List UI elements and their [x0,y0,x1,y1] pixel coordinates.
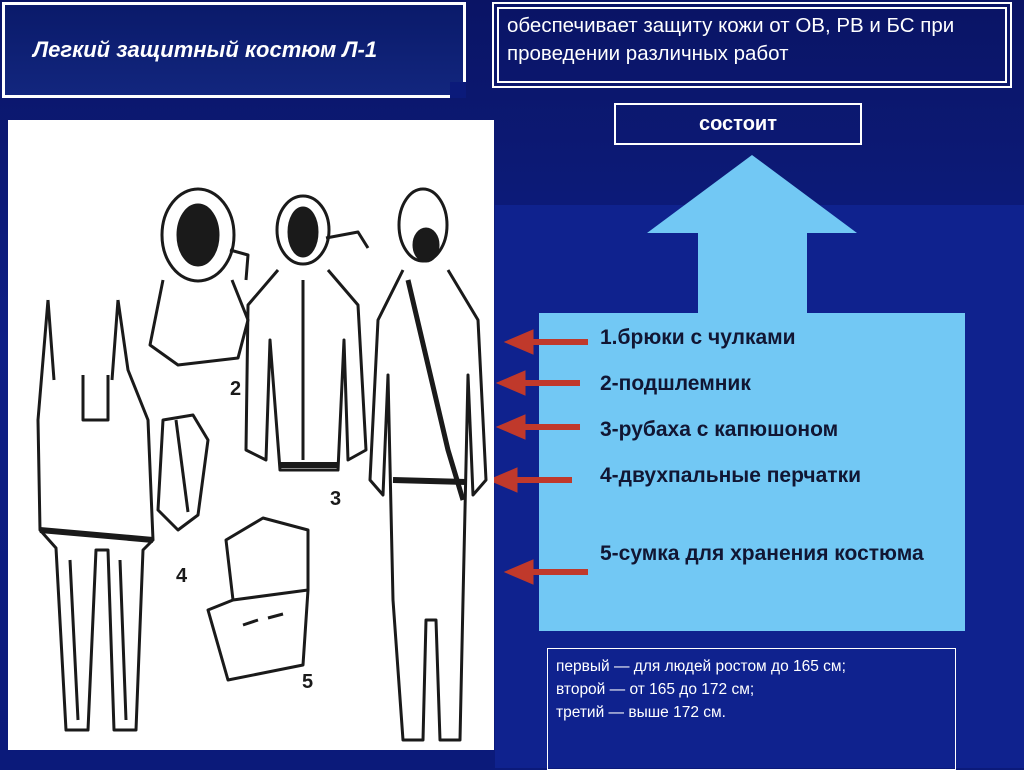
figure-number: 2 [230,378,241,400]
suit-illustration: 2 3 4 5 [8,120,494,750]
size-line: третий — выше 172 см. [556,704,726,721]
pointer-arrow [495,370,580,396]
pointer-arrow [503,329,588,355]
component-item: 3-рубаха с капюшоном [600,418,839,441]
trousers-drawing [36,299,155,732]
component-item: 4-двухпальные перчатки [600,464,861,487]
pointer-arrow [487,467,572,493]
up-arrow [647,155,857,315]
bag-drawing [206,516,310,682]
suit-drawing: 2 3 4 5 [36,187,488,742]
figure-number: 3 [330,488,341,510]
size-line: первый — для людей ростом до 165 см; [556,658,846,675]
description-text: обеспечивает защиту кожи от ОВ, РВ и БС … [497,7,1007,83]
person-drawing [368,187,488,742]
shirt-drawing [244,194,370,472]
components-panel: 1.брюки с чулками 2-подшлемник 3-рубаха … [539,313,965,631]
component-item: 2-подшлемник [600,372,751,395]
gloves-drawing [156,413,210,532]
size-line: второй — от 165 до 172 см; [556,681,755,698]
figure-number: 4 [176,565,188,587]
consists-label: состоит [614,103,862,145]
pointer-arrow [503,559,588,585]
component-item: 5-сумка для хранения костюма [600,542,924,565]
under-helmet-drawing [148,187,250,367]
description-box: обеспечивает защиту кожи от ОВ, РВ и БС … [492,2,1012,88]
figure-number: 5 [302,671,313,693]
slide-title: Легкий защитный костюм Л-1 [33,37,378,62]
component-item: 1.брюки с чулками [600,326,796,349]
folded-corner [450,82,466,98]
pointer-arrow [495,414,580,440]
sizes-box: первый — для людей ростом до 165 см; вто… [547,648,956,770]
title-box: Легкий защитный костюм Л-1 [2,2,466,98]
